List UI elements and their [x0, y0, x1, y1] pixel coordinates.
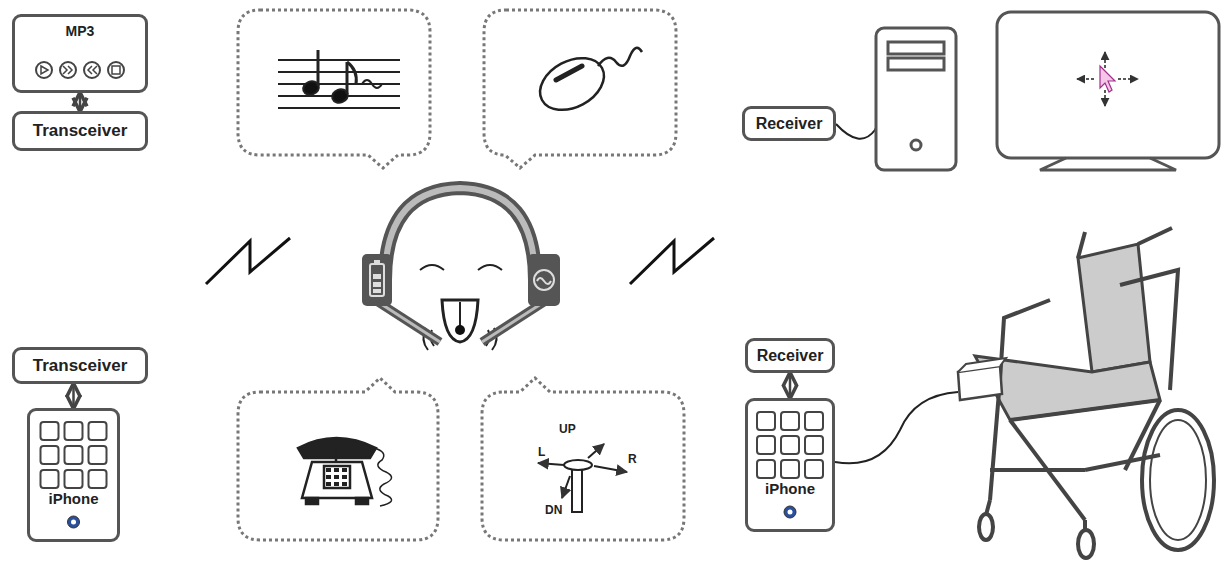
cursor-icon — [1077, 52, 1138, 106]
link-arrow — [72, 385, 75, 407]
telephone-icon — [298, 438, 392, 506]
device-label: iPhone — [765, 480, 815, 497]
direction-label: DN — [545, 503, 562, 517]
device-label: Receiver — [756, 115, 823, 133]
computer — [836, 12, 1219, 170]
device-box: MP3 — [12, 14, 148, 93]
device-box: iPhone — [745, 398, 835, 532]
direction-label: R — [628, 452, 637, 466]
direction-label: L — [538, 445, 545, 459]
device-label: Receiver — [757, 347, 824, 365]
device-label: iPhone — [48, 490, 98, 507]
phone-decor — [27, 408, 120, 542]
direction-label: UP — [559, 422, 576, 436]
link-arrow — [789, 374, 792, 397]
music-notes — [278, 50, 400, 108]
wheelchair — [835, 228, 1214, 558]
device-box: Transceiver — [12, 111, 148, 151]
device-label: Transceiver — [33, 356, 128, 376]
device-box: Receiver — [742, 106, 836, 141]
device-label: MP3 — [66, 23, 95, 39]
tongue-drive-headset — [362, 188, 560, 350]
link-arrow — [79, 94, 82, 110]
device-label: Transceiver — [33, 121, 128, 141]
phone-decor — [745, 398, 835, 532]
speech-bubbles — [238, 10, 684, 540]
device-box: Transceiver — [12, 347, 148, 384]
device-box: iPhone — [27, 408, 120, 542]
device-box: Receiver — [745, 338, 835, 373]
mouse-icon — [531, 48, 642, 121]
wireless-link — [206, 238, 714, 284]
joystick-icon — [538, 444, 627, 512]
